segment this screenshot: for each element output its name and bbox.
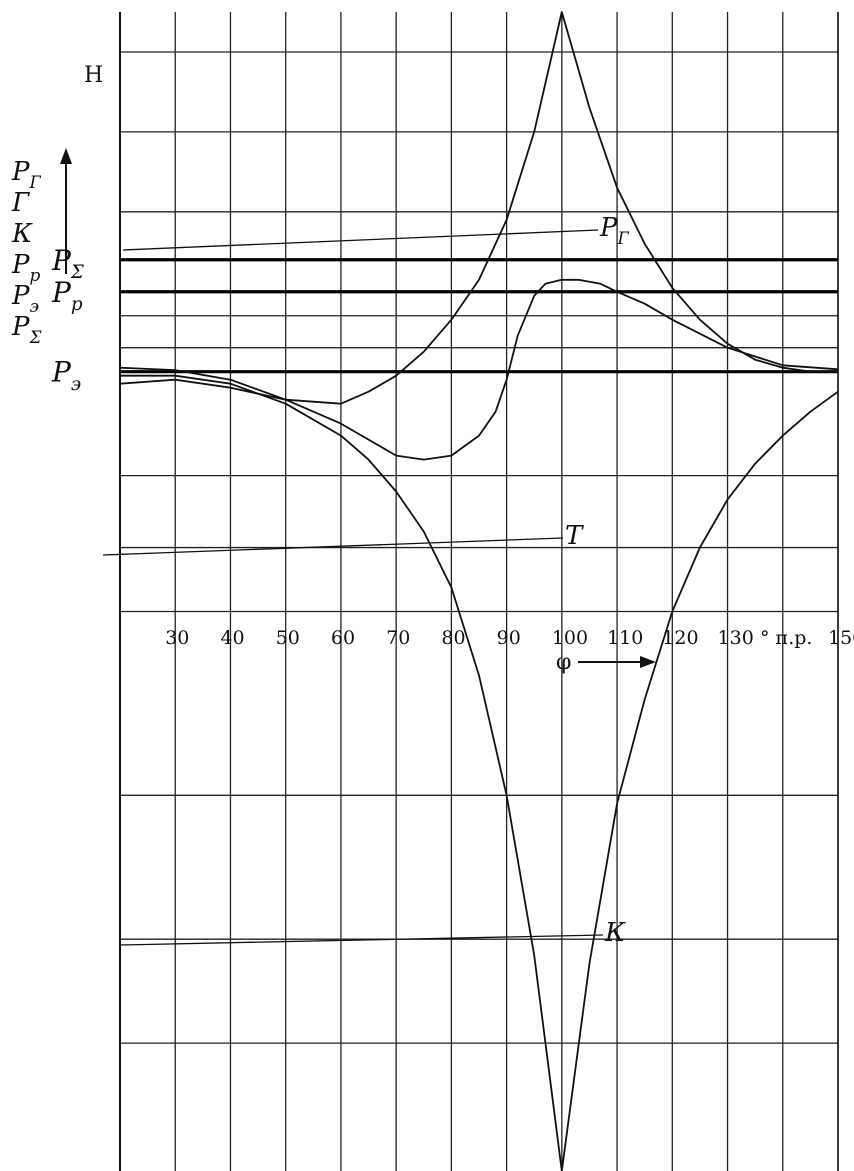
annotation-leader-1 <box>102 537 564 556</box>
plot-frame <box>119 12 839 1171</box>
x-axis-label: φ <box>556 650 656 675</box>
x-tick-label-7: 100 <box>552 627 588 649</box>
reference-line-label-2: Pэ <box>51 356 81 395</box>
x-tick-label-2: 50 <box>276 627 300 649</box>
x-tick-label-10: 130 <box>718 627 754 649</box>
data-curves <box>119 11 839 1171</box>
grid-horizontal-lines <box>120 51 838 1044</box>
x-unit-label: ° п.р. <box>760 627 812 649</box>
grid-vertical-lines <box>119 12 839 1171</box>
x-tick-label-3: 60 <box>331 627 355 649</box>
y-axis-label-3: Рр <box>11 250 41 285</box>
x-tick-label-6: 90 <box>497 627 521 649</box>
curve-2 <box>120 374 839 1171</box>
y-axis-label-2: К <box>11 219 33 249</box>
annotation-1: Т <box>565 521 584 551</box>
annotation-2: К <box>604 918 626 948</box>
annotation-leader-2 <box>119 934 604 946</box>
y-axis-arrow-head <box>60 148 72 164</box>
x-tick-label-11: 150 <box>828 627 854 649</box>
annotation-0: РГ <box>599 213 630 248</box>
y-axis-label-0: РГ <box>11 157 42 192</box>
x-tick-labels: 30 40 50 60 70 80 90 100 110 120 130 150 ° п.р. <box>165 627 854 649</box>
y-axis-label-1: Г <box>11 188 30 218</box>
x-tick-label-4: 70 <box>386 627 410 649</box>
curve-1 <box>119 278 839 461</box>
x-axis-title: φ <box>556 650 571 675</box>
x-axis-arrow-head <box>640 656 656 668</box>
x-tick-label-1: 40 <box>220 627 244 649</box>
curve-annotations: РГ Т К <box>102 213 630 948</box>
x-tick-label-5: 80 <box>441 627 465 649</box>
y-axis-label-4: Рэ <box>11 281 39 316</box>
y-top-label: Н <box>84 63 103 88</box>
x-tick-label-9: 120 <box>662 627 698 649</box>
reference-lines <box>120 258 838 374</box>
x-tick-label-0: 30 <box>165 627 189 649</box>
x-tick-label-8: 110 <box>607 627 643 649</box>
curve-0 <box>119 11 838 405</box>
y-axis-label-5: РΣ <box>11 312 43 347</box>
annotation-leader-0 <box>122 229 599 251</box>
